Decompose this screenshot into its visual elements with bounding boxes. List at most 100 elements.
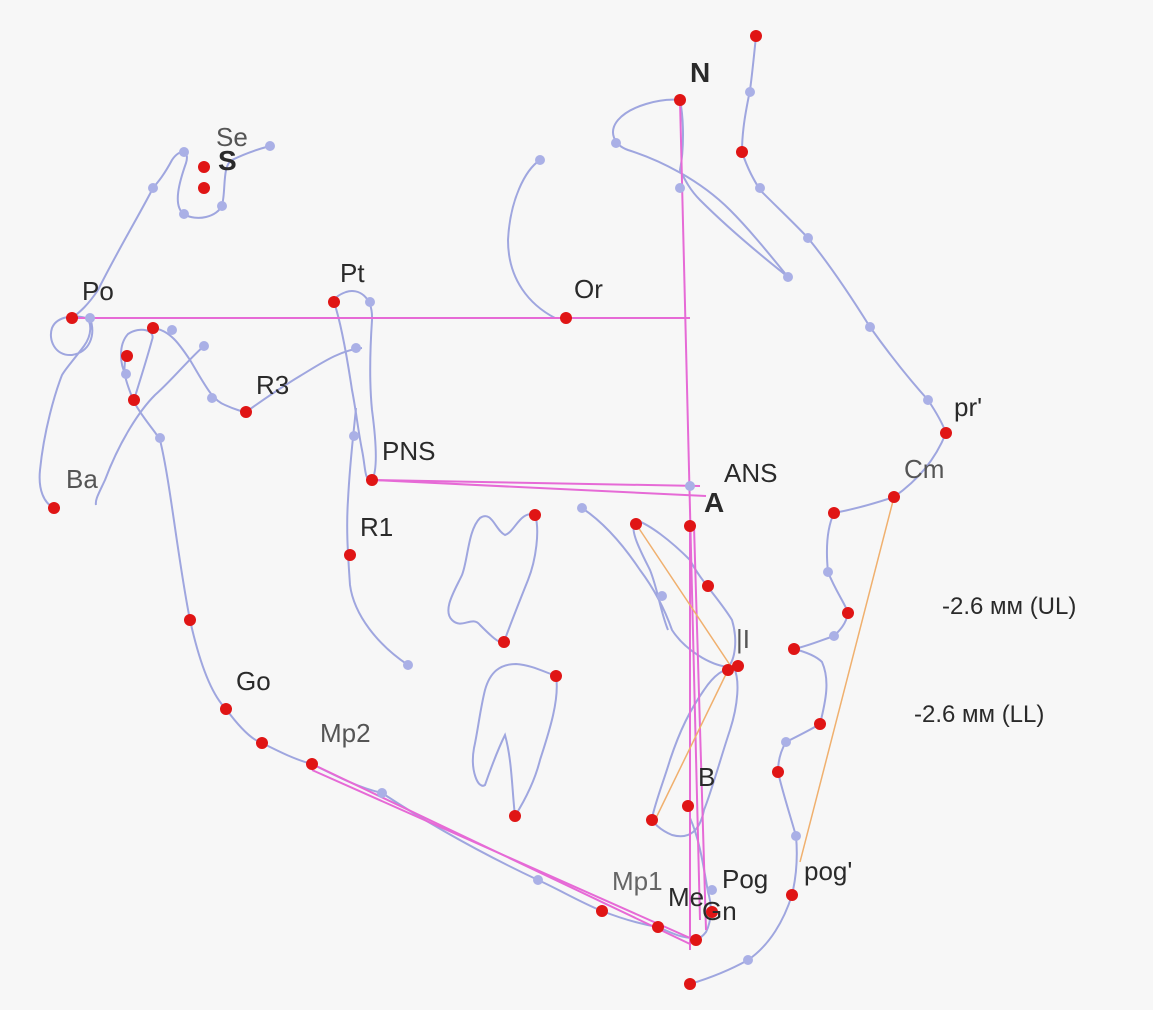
landmark-pog-soft[interactable] bbox=[786, 889, 798, 901]
label-mp1: Mp1 bbox=[612, 866, 663, 896]
control-point[interactable] bbox=[121, 369, 131, 379]
landmark-gonion-lower[interactable] bbox=[256, 737, 268, 749]
control-point[interactable] bbox=[707, 885, 717, 895]
landmark-pr[interactable] bbox=[940, 427, 952, 439]
label-r1: R1 bbox=[360, 512, 393, 542]
control-point[interactable] bbox=[823, 567, 833, 577]
landmark-co[interactable] bbox=[121, 350, 133, 362]
landmark-pns[interactable] bbox=[366, 474, 378, 486]
landmark-ls[interactable] bbox=[842, 607, 854, 619]
landmark-s[interactable] bbox=[198, 182, 210, 194]
landmark-r1[interactable] bbox=[344, 549, 356, 561]
landmark-or[interactable] bbox=[560, 312, 572, 324]
upper-molar bbox=[447, 513, 539, 644]
control-point[interactable] bbox=[791, 831, 801, 841]
lower-lip-measurement: -2.6 мм (LL) bbox=[914, 701, 1044, 728]
landmark-stomion[interactable] bbox=[788, 643, 800, 655]
control-point[interactable] bbox=[148, 183, 158, 193]
control-point[interactable] bbox=[577, 503, 587, 513]
label-a: A bbox=[704, 487, 724, 518]
soft-tissue-profile bbox=[689, 35, 948, 985]
label-incisor: |I bbox=[736, 624, 750, 654]
control-point[interactable] bbox=[865, 322, 875, 332]
control-point[interactable] bbox=[179, 147, 189, 157]
landmark-me[interactable] bbox=[652, 921, 664, 933]
control-point[interactable] bbox=[179, 209, 189, 219]
control-point[interactable] bbox=[657, 591, 667, 601]
landmark-go[interactable] bbox=[220, 703, 232, 715]
control-point[interactable] bbox=[745, 87, 755, 97]
landmark-upper-molar-root[interactable] bbox=[498, 636, 510, 648]
landmark-b[interactable] bbox=[682, 800, 694, 812]
mandibular-plane-2 bbox=[311, 769, 691, 939]
landmark-lower-molar[interactable] bbox=[550, 670, 562, 682]
label-or: Or bbox=[574, 274, 603, 304]
landmark-basion-top[interactable] bbox=[128, 394, 140, 406]
landmark-ar[interactable] bbox=[147, 322, 159, 334]
control-point[interactable] bbox=[403, 660, 413, 670]
control-point[interactable] bbox=[533, 875, 543, 885]
landmark-se[interactable] bbox=[198, 161, 210, 173]
control-point[interactable] bbox=[85, 313, 95, 323]
landmark-gn[interactable] bbox=[690, 934, 702, 946]
landmark-soft-nasion[interactable] bbox=[736, 146, 748, 158]
control-point[interactable] bbox=[167, 325, 177, 335]
contours bbox=[38, 35, 948, 985]
landmark-po[interactable] bbox=[66, 312, 78, 324]
mandible-inner bbox=[120, 328, 154, 401]
control-point[interactable] bbox=[535, 155, 545, 165]
control-point[interactable] bbox=[351, 343, 361, 353]
reference-lines bbox=[72, 99, 707, 950]
control-point[interactable] bbox=[377, 788, 387, 798]
landmark-incisal-edge[interactable] bbox=[722, 664, 734, 676]
control-point[interactable] bbox=[349, 431, 359, 441]
control-point[interactable] bbox=[743, 955, 753, 965]
landmark-soft-nasion-top[interactable] bbox=[750, 30, 762, 42]
landmark-upper-incisor-apex[interactable] bbox=[630, 518, 642, 530]
landmark-pog[interactable] bbox=[706, 906, 718, 918]
landmark-incisal-edge-2[interactable] bbox=[732, 660, 744, 672]
control-point[interactable] bbox=[265, 141, 275, 151]
sella-contour bbox=[71, 145, 271, 319]
cranial-base-contour bbox=[94, 345, 205, 506]
landmark-mp2[interactable] bbox=[306, 758, 318, 770]
landmark-gonion-upper[interactable] bbox=[184, 614, 196, 626]
label-s: S bbox=[218, 145, 237, 176]
landmark-pt[interactable] bbox=[328, 296, 340, 308]
landmark-ba[interactable] bbox=[48, 502, 60, 514]
label-pog: Pog bbox=[722, 864, 768, 894]
control-point[interactable] bbox=[803, 233, 813, 243]
control-point[interactable] bbox=[675, 183, 685, 193]
landmark-lower-molar-root[interactable] bbox=[509, 810, 521, 822]
label-ba: Ba bbox=[66, 464, 98, 494]
control-point[interactable] bbox=[755, 183, 765, 193]
landmark-sn[interactable] bbox=[828, 507, 840, 519]
control-point[interactable] bbox=[781, 737, 791, 747]
control-point[interactable] bbox=[685, 481, 695, 491]
control-point[interactable] bbox=[783, 272, 793, 282]
control-point[interactable] bbox=[923, 395, 933, 405]
landmark-n[interactable] bbox=[674, 94, 686, 106]
control-point[interactable] bbox=[365, 297, 375, 307]
landmark-upper-incisor-labial[interactable] bbox=[702, 580, 714, 592]
control-point[interactable] bbox=[217, 201, 227, 211]
landmark-lower-incisor-apex[interactable] bbox=[646, 814, 658, 826]
landmark-r3[interactable] bbox=[240, 406, 252, 418]
landmark-cm[interactable] bbox=[888, 491, 900, 503]
control-point[interactable] bbox=[207, 393, 217, 403]
label-r3: R3 bbox=[256, 370, 289, 400]
landmark-mp1[interactable] bbox=[596, 905, 608, 917]
landmark-li[interactable] bbox=[814, 718, 826, 730]
control-point[interactable] bbox=[829, 631, 839, 641]
label-go: Go bbox=[236, 666, 271, 696]
control-point[interactable] bbox=[155, 433, 165, 443]
control-point[interactable] bbox=[199, 341, 209, 351]
landmark-me-soft[interactable] bbox=[684, 978, 696, 990]
landmark-a[interactable] bbox=[684, 520, 696, 532]
pterygoid-contour bbox=[333, 290, 377, 482]
landmark-soft-b[interactable] bbox=[772, 766, 784, 778]
landmark-upper-molar[interactable] bbox=[529, 509, 541, 521]
e-line bbox=[799, 496, 895, 863]
control-point[interactable] bbox=[611, 138, 621, 148]
